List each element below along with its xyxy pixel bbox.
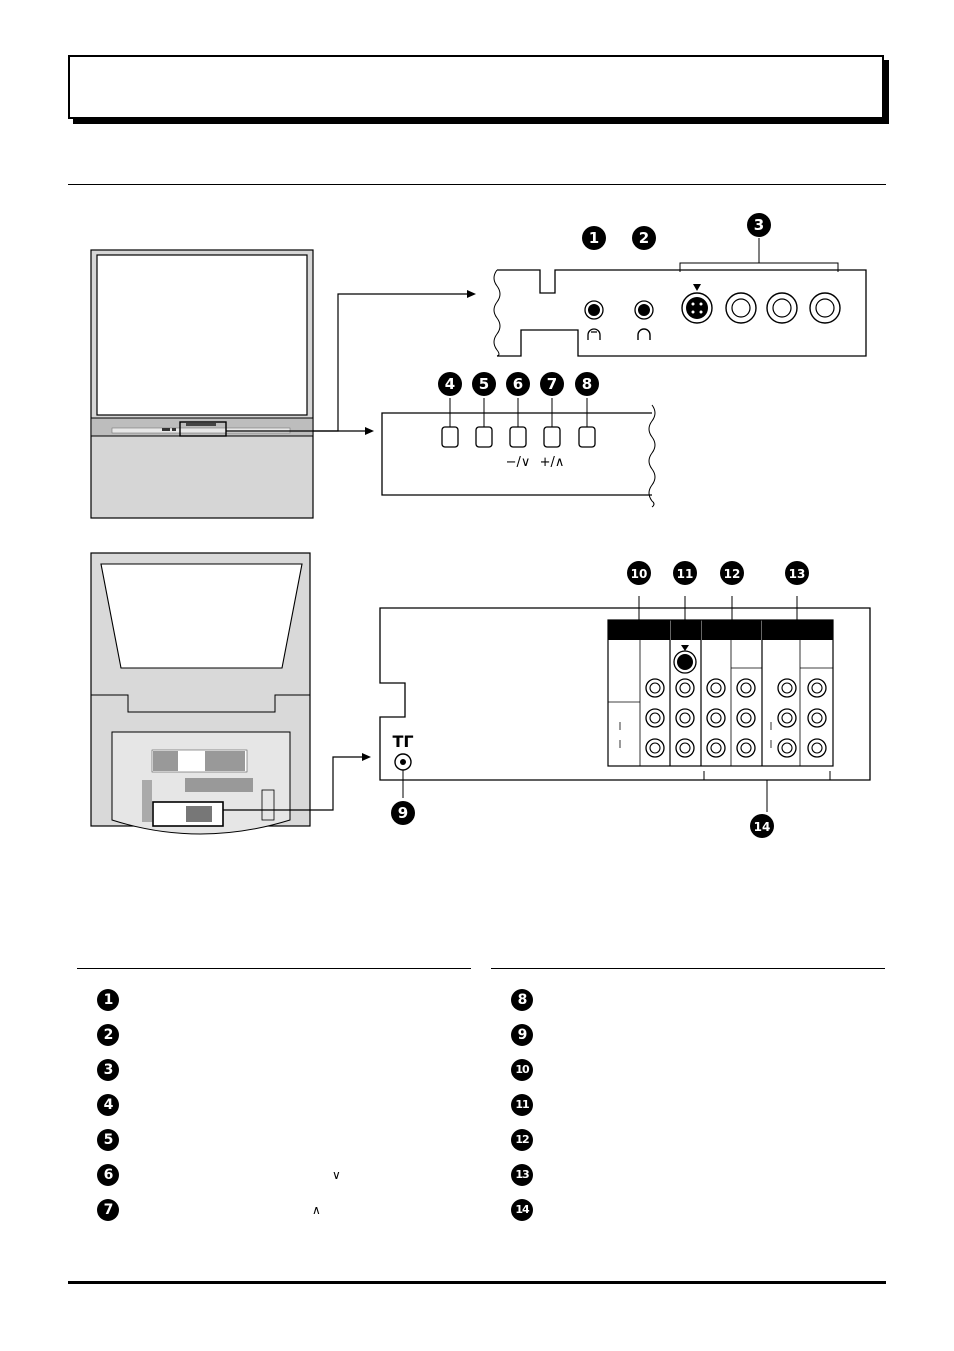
legend-number-badge: 9 bbox=[511, 1024, 533, 1046]
antenna-symbol: ΤΓ bbox=[392, 732, 413, 751]
rear-jack-panel: ΤΓ bbox=[379, 596, 871, 812]
callout-8: 8 bbox=[575, 372, 599, 396]
callout-number: 8 bbox=[582, 375, 592, 393]
mic-icon bbox=[587, 328, 601, 340]
minus-label: −/∨ bbox=[506, 455, 531, 470]
rca-jack-center bbox=[710, 742, 722, 754]
footer-rule bbox=[68, 1281, 886, 1284]
legend-row-4: 4 bbox=[77, 1092, 471, 1127]
callout-number: 1 bbox=[589, 229, 599, 247]
callout-4: 4 bbox=[438, 372, 462, 396]
callout-number: 11 bbox=[677, 567, 694, 581]
section-rule-top bbox=[68, 184, 886, 185]
legend-row-14: 14 bbox=[491, 1197, 885, 1232]
rca-jack-center bbox=[781, 742, 793, 754]
legend-row-5: 5 bbox=[77, 1127, 471, 1162]
legend-number-badge: 2 bbox=[97, 1024, 119, 1046]
legend-row-12: 12 bbox=[491, 1127, 885, 1162]
rca-jack-center bbox=[649, 682, 661, 694]
legend-row-10: 10 bbox=[491, 1057, 885, 1092]
button-minus bbox=[509, 426, 527, 448]
legend-right-column: 8 9 10 11 12 13 14 bbox=[491, 968, 885, 1232]
legend-suffix-symbol: ∧ bbox=[312, 1203, 321, 1217]
rca-jack-center bbox=[710, 682, 722, 694]
callout-6: 6 bbox=[506, 372, 530, 396]
callout-7: 7 bbox=[540, 372, 564, 396]
rca-jack-center bbox=[679, 682, 691, 694]
callout-number: 14 bbox=[754, 820, 771, 834]
rca-jack-center bbox=[679, 742, 691, 754]
page-title-box bbox=[68, 55, 884, 119]
callout-number: 4 bbox=[445, 375, 455, 393]
rca-jack-center bbox=[679, 712, 691, 724]
callout-number: 7 bbox=[547, 375, 557, 393]
tv-connection-diagram: −/∨ +/∧ ΤΓ bbox=[90, 213, 871, 838]
legend-row-7: 7∧ bbox=[77, 1197, 471, 1232]
legend-number-badge: 8 bbox=[511, 989, 533, 1011]
legend-row-8: 8 bbox=[491, 987, 885, 1022]
rear-rca-jacks bbox=[645, 678, 827, 758]
tv-back-illustration bbox=[90, 552, 311, 835]
button-4 bbox=[441, 426, 459, 448]
callout-number: 2 bbox=[639, 229, 649, 247]
legend-number-badge: 6 bbox=[97, 1164, 119, 1186]
rca-jack-center bbox=[740, 742, 752, 754]
button-5 bbox=[475, 426, 493, 448]
callout-11: 11 bbox=[673, 561, 697, 585]
legend-number-badge: 13 bbox=[511, 1164, 533, 1186]
callout-number: 5 bbox=[479, 375, 489, 393]
legend-row-3: 3 bbox=[77, 1057, 471, 1092]
rca-jack-center bbox=[649, 712, 661, 724]
callout-number: 6 bbox=[513, 375, 523, 393]
callout-1: 1 bbox=[582, 226, 606, 250]
legend-number-badge: 4 bbox=[97, 1094, 119, 1116]
rca-jack-center bbox=[811, 682, 823, 694]
legend-number-badge: 7 bbox=[97, 1199, 119, 1221]
rca-jack-center bbox=[781, 712, 793, 724]
legend-suffix-symbol: ∨ bbox=[332, 1168, 341, 1182]
callout-number: 10 bbox=[631, 567, 648, 581]
legend-number-badge: 14 bbox=[511, 1199, 533, 1221]
rca-jack-center bbox=[811, 712, 823, 724]
callout-2: 2 bbox=[632, 226, 656, 250]
callout-10: 10 bbox=[627, 561, 651, 585]
callout-12: 12 bbox=[720, 561, 744, 585]
legend-number-badge: 10 bbox=[511, 1059, 533, 1081]
legend-number-badge: 5 bbox=[97, 1129, 119, 1151]
headphone-icon bbox=[637, 328, 651, 340]
legend-row-11: 11 bbox=[491, 1092, 885, 1127]
legend-number-badge: 12 bbox=[511, 1129, 533, 1151]
tv-front-illustration bbox=[90, 249, 314, 519]
legend-row-6: 6∨ bbox=[77, 1162, 471, 1197]
rca-jack-center bbox=[740, 712, 752, 724]
plus-label: +/∧ bbox=[540, 455, 565, 470]
callout-5: 5 bbox=[472, 372, 496, 396]
rca-jack-center bbox=[710, 712, 722, 724]
callout-13: 13 bbox=[785, 561, 809, 585]
callout-number: 13 bbox=[789, 567, 806, 581]
rca-jack-center bbox=[811, 742, 823, 754]
front-button-panel: −/∨ +/∧ bbox=[381, 398, 656, 508]
legend-row-1: 1 bbox=[77, 987, 471, 1022]
legend-number-badge: 3 bbox=[97, 1059, 119, 1081]
front-jack-panel bbox=[493, 238, 867, 357]
rca-jack-center bbox=[740, 682, 752, 694]
rca-jack-center bbox=[649, 742, 661, 754]
legend-row-9: 9 bbox=[491, 1022, 885, 1057]
legend-row-2: 2 bbox=[77, 1022, 471, 1057]
callout-14: 14 bbox=[750, 814, 774, 838]
callout-number: 9 bbox=[398, 804, 408, 822]
rca-jack-center bbox=[781, 682, 793, 694]
legend-number-badge: 11 bbox=[511, 1094, 533, 1116]
legend-row-13: 13 bbox=[491, 1162, 885, 1197]
button-8 bbox=[578, 426, 596, 448]
callout-number: 12 bbox=[724, 567, 741, 581]
callout-number: 3 bbox=[754, 216, 764, 234]
callout-3: 3 bbox=[747, 213, 771, 237]
legend-number-badge: 1 bbox=[97, 989, 119, 1011]
button-plus bbox=[543, 426, 561, 448]
callout-9: 9 bbox=[391, 801, 415, 825]
